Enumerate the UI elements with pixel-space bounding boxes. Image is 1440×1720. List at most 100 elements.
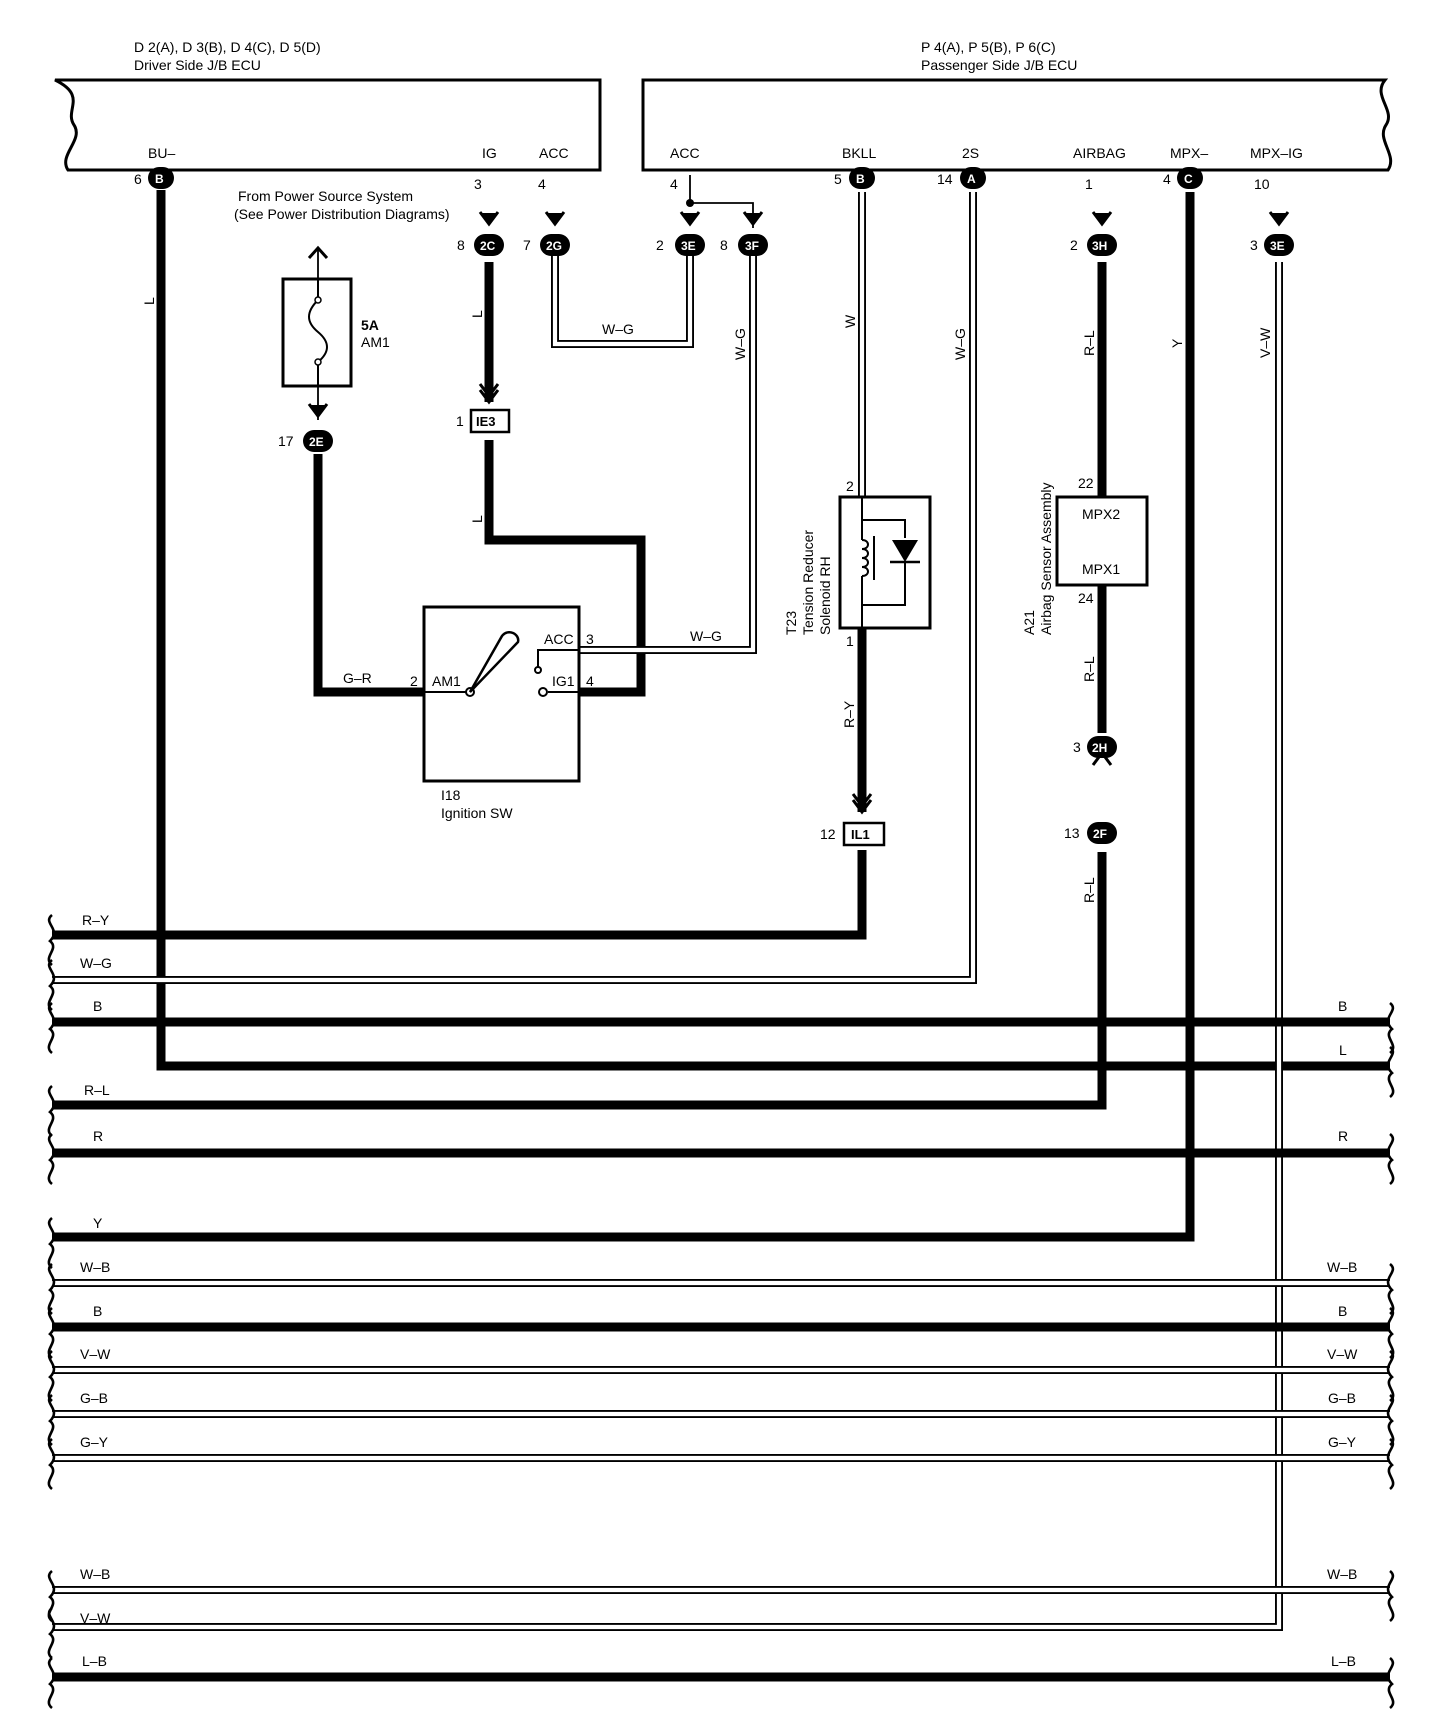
bus-label-left-b-1: B (93, 998, 102, 1014)
airbag-mpx2: MPX2 (1082, 506, 1120, 522)
sw-am1-label: AM1 (432, 673, 461, 689)
wire-label-2s: W–G (952, 328, 968, 360)
power-source-line2: (See Power Distribution Diagrams) (234, 206, 450, 222)
airbag-sensor-assembly (1055, 495, 1149, 587)
svg-text:IE3: IE3 (476, 414, 496, 429)
bus-label-right-b-2: B (1338, 1303, 1347, 1319)
connector-2f: 2F (1087, 822, 1117, 844)
solenoid-code: T23 (783, 611, 799, 635)
pin-mpxig: 10 (1254, 176, 1270, 192)
pin-sw-acc: 3 (586, 631, 594, 647)
connector-mpx-c: C (1177, 167, 1203, 189)
connector-2s-a: A (960, 167, 986, 189)
fuse-am1 (281, 277, 353, 388)
wire-label-ig-lower: L (469, 515, 485, 523)
pin-acc: 4 (538, 176, 546, 192)
wire-label-mpx: Y (1169, 338, 1185, 348)
svg-text:3F: 3F (745, 239, 759, 253)
fuse-name: AM1 (361, 334, 390, 350)
pin-2s: 14 (937, 171, 953, 187)
pin-acc-3e: 2 (656, 237, 664, 253)
pin-ig: 3 (474, 176, 482, 192)
pin-acc-3f: 8 (720, 237, 728, 253)
wire-acc-split (689, 175, 754, 228)
pin-bkll: 5 (834, 171, 842, 187)
pin-2h: 3 (1073, 739, 1081, 755)
bus-label-left-v-w: V–W (80, 1346, 111, 1362)
bus-label-left-r-y: R–Y (82, 912, 110, 928)
connector-airbag-3h: 3H (1087, 234, 1117, 256)
solenoid-line2: Solenoid RH (817, 556, 833, 635)
svg-text:IL1: IL1 (851, 827, 870, 842)
pin-airbag: 1 (1085, 176, 1093, 192)
svg-text:2G: 2G (546, 239, 562, 253)
pin-racc: 4 (670, 176, 678, 192)
terminal-ig: IG (482, 145, 497, 161)
wire-label-airbag: R–L (1081, 330, 1097, 356)
svg-text:2E: 2E (309, 435, 324, 449)
terminal-airbag: AIRBAG (1073, 145, 1126, 161)
bus-label-right-b-1: B (1338, 998, 1347, 1014)
wire-acc-3f-inner (580, 256, 756, 653)
pin-sw-am1: 2 (410, 673, 418, 689)
wire-label-mpxig: V–W (1257, 327, 1273, 358)
connector-bkll-b: B (849, 167, 875, 189)
svg-text:2F: 2F (1093, 827, 1107, 841)
connector-fuse-2e: 2E (303, 430, 333, 452)
left-ecu-codes: D 2(A), D 3(B), D 4(C), D 5(D) (134, 39, 321, 55)
right-ecu-name: Passenger Side J/B ECU (921, 57, 1077, 73)
wire-g-r (313, 454, 424, 697)
airbag-sensor-code: A21 (1021, 610, 1037, 635)
airbag-sensor-name: Airbag Sensor Assembly (1038, 482, 1054, 635)
bus-label-left-y: Y (93, 1215, 103, 1231)
wire-label-bkll: W (842, 314, 858, 328)
airbag-mpx1: MPX1 (1082, 561, 1120, 577)
svg-text:3E: 3E (681, 239, 696, 253)
svg-text:2H: 2H (1092, 741, 1107, 755)
sw-acc-label: ACC (544, 631, 574, 647)
pin-ab-24: 24 (1078, 590, 1094, 606)
wire-label-acc-h: W–G (602, 321, 634, 337)
wire-mpxig-v-w (52, 262, 1283, 1631)
arrow-tips (309, 213, 1288, 416)
right-ecu-codes: P 4(A), P 5(B), P 6(C) (921, 39, 1056, 55)
bus-label-right-r: R (1338, 1128, 1348, 1144)
terminal-mpx-ig: MPX–IG (1250, 145, 1303, 161)
connector-il1: IL1 (842, 821, 886, 847)
bus-label-right-g-b: G–B (1328, 1390, 1356, 1406)
bus-label-left-r: R (93, 1128, 103, 1144)
ignition-sw-name: Ignition SW (441, 805, 513, 821)
connector-mpxig-3e: 3E (1264, 234, 1294, 256)
bus-label-left-w-b-1: W–B (80, 1259, 110, 1275)
wire-label-sw-acc-h: W–G (690, 628, 722, 644)
pin-sol-top: 2 (846, 478, 854, 494)
bus-label-left-l-b: L–B (82, 1653, 107, 1669)
connector-ig-2c: 2C (474, 234, 504, 256)
connector-acc-3e: 3E (675, 234, 705, 256)
wire-label-ab-lower: R–L (1081, 656, 1097, 682)
fuse-rating: 5A (361, 317, 379, 333)
wire-label-ig-upper: L (469, 310, 485, 318)
tension-reducer-solenoid (838, 495, 932, 630)
bus-label-right-g-y: G–Y (1328, 1434, 1357, 1450)
bus-label-left-g-y: G–Y (80, 1434, 109, 1450)
pin-ie3: 1 (456, 413, 464, 429)
pin-il1: 12 (820, 826, 836, 842)
terminal-bu: BU– (148, 145, 175, 161)
wire-label-acc3f-v: W–G (732, 328, 748, 360)
bus-label-left-w-g: W–G (80, 955, 112, 971)
pin-ab-22: 22 (1078, 475, 1094, 491)
bus-label-right-l-b: L–B (1331, 1653, 1356, 1669)
wire-acc-3f (580, 256, 757, 654)
junction-dot (686, 199, 694, 207)
bus-label-left-g-b: G–B (80, 1390, 108, 1406)
wire-2s-w-g-inner (52, 192, 976, 983)
bus-label-right-w-b-1: W–B (1327, 1259, 1357, 1275)
svg-text:B: B (155, 172, 164, 186)
connector-acc-3f: 3F (738, 234, 768, 256)
power-source-line1: From Power Source System (238, 188, 413, 204)
svg-text:3E: 3E (1270, 239, 1285, 253)
wire-label-bu: L (141, 297, 157, 305)
bus-label-right-l: L (1339, 1042, 1347, 1058)
